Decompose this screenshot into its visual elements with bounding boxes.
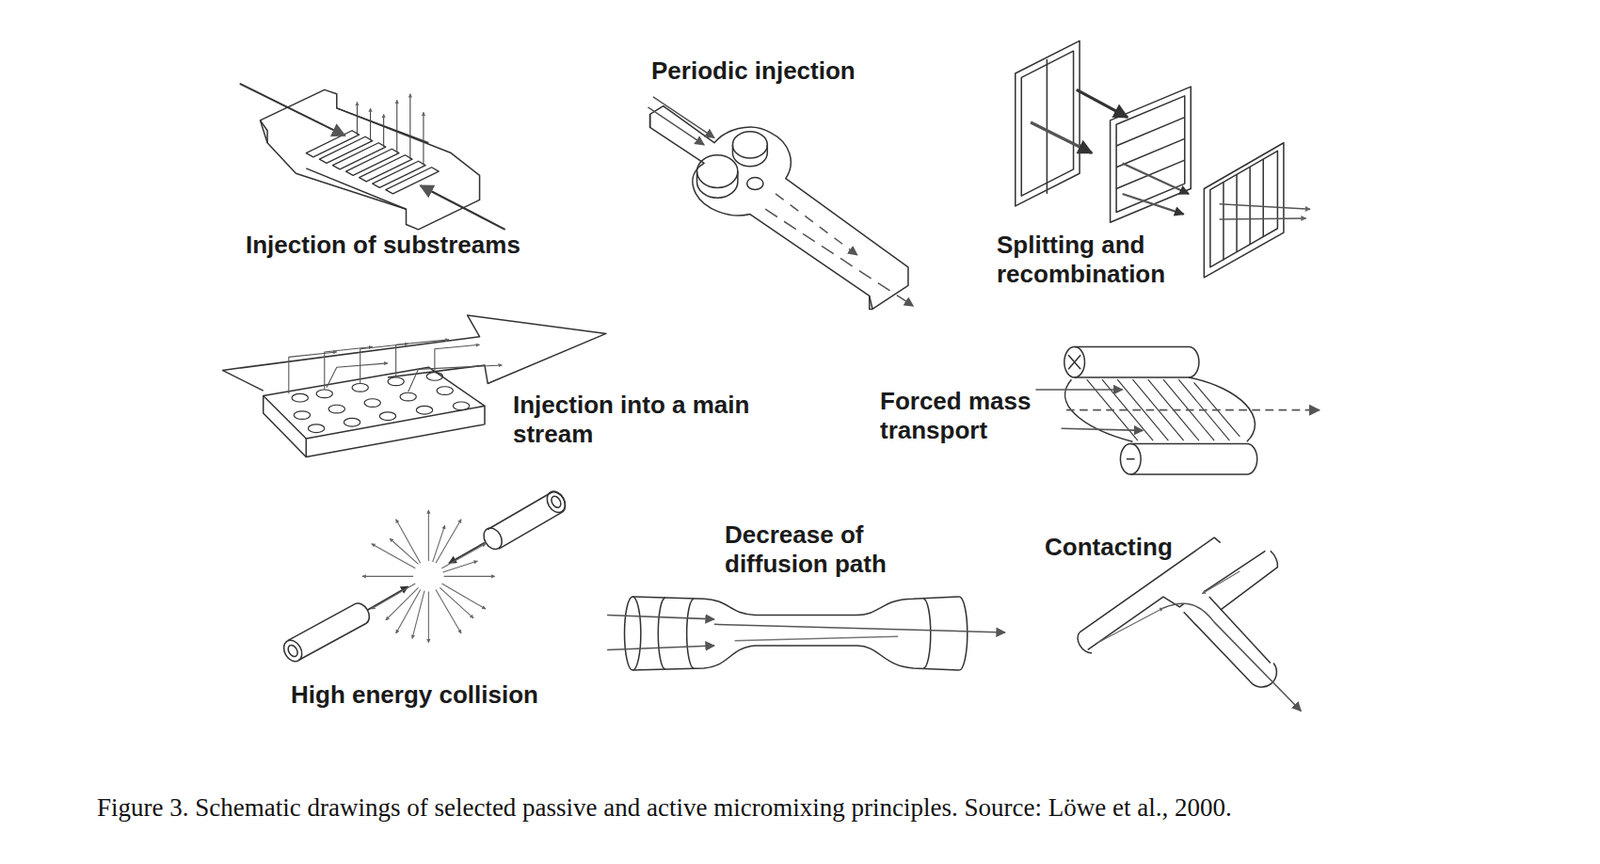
collision-jets [280,488,570,666]
principle-label: Splitting and recombination [996,230,1195,289]
principle-label: Decrease of diffusion path [724,520,918,579]
figure-caption: Figure 3. Schematic drawings of selected… [96,793,1232,823]
t-junction [1077,537,1301,711]
principle-label: High energy collision [290,680,611,710]
principle-label: Forced mass transport [880,386,1050,446]
forced-transport-rollers [1035,347,1319,475]
substream-mixer [240,83,506,230]
principle-label: Contacting [1044,532,1233,562]
principle-label: Injection into a main stream [512,390,786,449]
principle-label: Periodic injection [651,56,953,86]
periodic-injection-mixer [647,96,913,309]
principle-label: Injection of substreams [245,230,585,260]
narrowing-channel [607,596,1006,671]
